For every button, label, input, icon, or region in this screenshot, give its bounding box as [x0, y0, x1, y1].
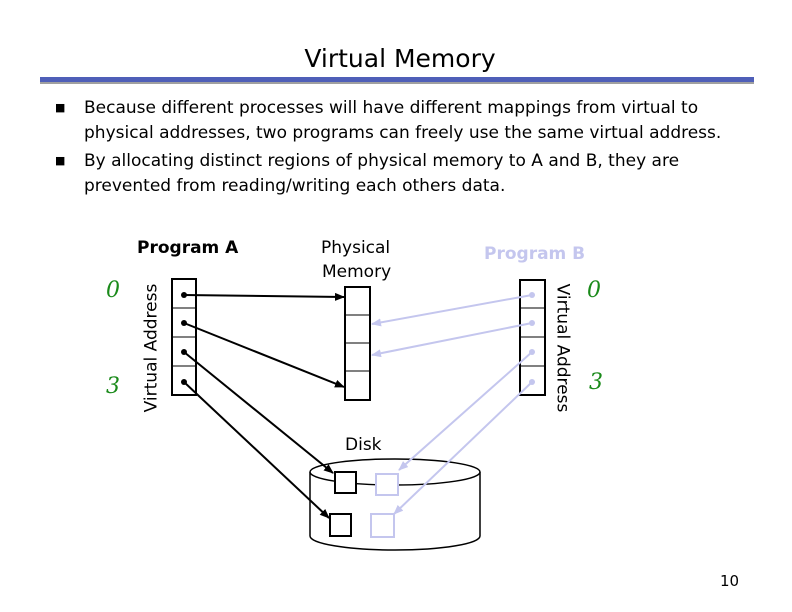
program-b-address-3: 3 — [589, 370, 603, 395]
program-b-label: Program B — [484, 244, 585, 264]
page-number: 10 — [720, 572, 739, 590]
disk-label: Disk — [345, 435, 382, 455]
program-a-address-0: 0 — [106, 278, 120, 303]
virtual-address-label-a: Virtual Address — [141, 284, 161, 413]
program-a-label: Program A — [137, 238, 238, 258]
physical-memory-table — [345, 287, 370, 400]
physical-memory-label-line2: Memory — [322, 262, 391, 282]
program-a-address-table — [172, 279, 196, 395]
physical-memory-label-line1: Physical — [321, 238, 390, 258]
disk-cylinder — [310, 459, 480, 550]
virtual-address-label-b: Virtual Address — [552, 284, 572, 413]
program-b-address-0: 0 — [587, 278, 601, 303]
program-a-address-3: 3 — [106, 374, 120, 399]
